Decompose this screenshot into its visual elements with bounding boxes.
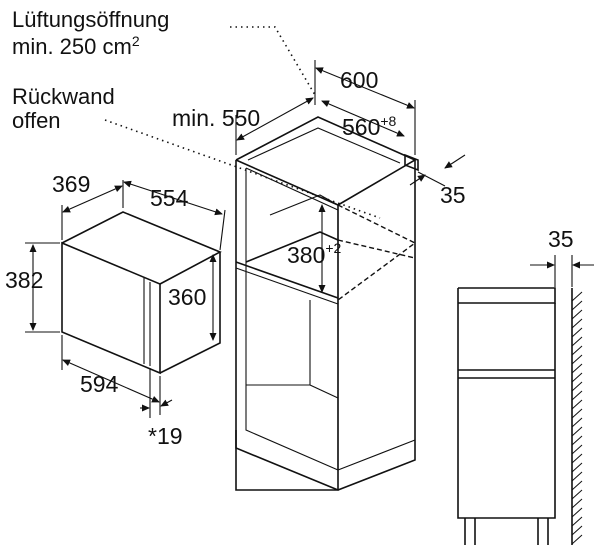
dim-appliance-inner-width: 554 (150, 185, 189, 211)
wall-hatch-line (571, 309, 583, 320)
wall-hatch-line (571, 525, 583, 536)
dim-opening-tolerance: +2 (325, 240, 341, 256)
wall-hatch-line (571, 354, 583, 365)
wall-hatching (571, 291, 583, 545)
vent-leader-line (230, 26, 316, 96)
wall-hatch-line (571, 363, 583, 374)
wall-hatch-line (571, 291, 583, 302)
wall-hatch-line (571, 507, 583, 518)
dim-niche-inner-width: 560+8 (342, 113, 397, 140)
dim-side-view-gap: 35 (548, 226, 574, 252)
dim-niche-inner-tolerance: +8 (380, 113, 396, 129)
appliance-drawing (61, 211, 222, 375)
dim-niche-width: 600 (340, 67, 378, 93)
wall-hatch-line (571, 489, 583, 500)
wall-hatch-line (571, 318, 583, 329)
dim-appliance-width: 594 (80, 371, 119, 397)
wall-hatch-line (571, 471, 583, 482)
wall-hatch-line (571, 372, 583, 383)
wall-hatch-line (571, 345, 583, 356)
dim-appliance-inner-height: 360 (168, 284, 206, 310)
wall-hatch-line (571, 435, 583, 446)
wall-hatch-line (571, 498, 583, 509)
cabinet-drawing (235, 116, 419, 491)
wall-hatch-line (571, 426, 583, 437)
back-wall-leader-line (104, 119, 381, 219)
vent-label-superscript: 2 (132, 33, 140, 49)
wall-hatch-line (571, 336, 583, 347)
wall-hatch-line (571, 399, 583, 410)
wall-hatch-line (571, 300, 583, 311)
vent-label-line2: min. 250 cm2 (12, 33, 140, 59)
wall-hatch-line (571, 516, 583, 527)
dim-niche-depth: min. 550 (172, 105, 260, 131)
wall-hatch-line (571, 534, 583, 545)
wall-hatch-line (571, 444, 583, 455)
side-view-drawing (457, 287, 583, 545)
wall-hatch-line (571, 480, 583, 491)
wall-hatch-line (571, 453, 583, 464)
wall-hatch-line (571, 408, 583, 419)
dim-appliance-height: 382 (5, 267, 43, 293)
wall-hatch-line (571, 390, 583, 401)
dim-appliance-depth: 369 (52, 171, 90, 197)
vent-label-line1: Lüftungsöffnung (12, 7, 169, 32)
wall-hatch-line (571, 381, 583, 392)
back-wall-label-line1: Rückwand (12, 84, 115, 109)
wall-hatch-line (571, 417, 583, 428)
back-wall-label-line2: offen (12, 108, 61, 133)
wall-hatch-line (571, 462, 583, 473)
dim-opening-height: 380+2 (287, 240, 342, 268)
dim-front-thickness: *19 (148, 423, 183, 449)
wall-hatch-line (571, 327, 583, 338)
dim-side-gap: 35 (440, 182, 466, 208)
